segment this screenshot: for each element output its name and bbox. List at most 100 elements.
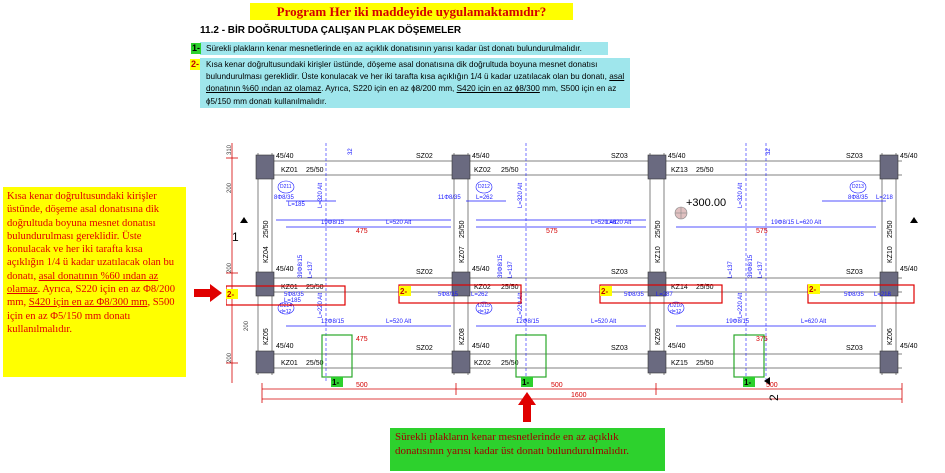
- svg-text:19Φ8/15: 19Φ8/15: [771, 220, 795, 226]
- svg-text:25/50: 25/50: [501, 167, 519, 174]
- svg-text:25/50: 25/50: [501, 284, 519, 291]
- rule-1-text: Sürekli plakların kenar mesnetlerinde en…: [206, 44, 582, 53]
- svg-text:L=262: L=262: [476, 195, 494, 201]
- svg-text:D214: D214: [280, 303, 292, 309]
- svg-text:KZ07: KZ07: [459, 246, 466, 263]
- svg-text:45/40: 45/40: [668, 343, 686, 350]
- svg-text:D215: D215: [478, 303, 490, 309]
- svg-text:45/40: 45/40: [276, 153, 294, 160]
- svg-text:L=185: L=185: [284, 298, 302, 304]
- svg-text:45/40: 45/40: [472, 153, 490, 160]
- svg-text:SZ03: SZ03: [846, 345, 863, 352]
- svg-text:L=218: L=218: [874, 292, 892, 298]
- svg-text:8Φ8/35: 8Φ8/35: [848, 195, 868, 201]
- rule-1-box: 1- Sürekli plakların kenar mesnetlerinde…: [191, 42, 608, 55]
- svg-text:25/50: 25/50: [655, 220, 662, 238]
- svg-text:SZ02: SZ02: [416, 153, 433, 160]
- svg-text:5Φ8/35: 5Φ8/35: [844, 292, 864, 298]
- svg-text:L=218: L=218: [876, 195, 894, 201]
- rule-2-badge: 2-: [190, 59, 201, 70]
- rule-2-text: Kısa kenar doğrultusundaki kirişler üstü…: [206, 60, 625, 106]
- svg-text:25/50: 25/50: [459, 220, 466, 238]
- axis-2-label: 2: [767, 394, 781, 401]
- svg-text:KZ01: KZ01: [281, 167, 298, 174]
- svg-text:d=12: d=12: [670, 309, 681, 315]
- svg-text:D216: D216: [670, 303, 682, 309]
- svg-text:L=262: L=262: [471, 292, 489, 298]
- svg-text:1-: 1-: [522, 378, 529, 387]
- svg-text:25/50: 25/50: [306, 360, 324, 367]
- svg-text:SZ03: SZ03: [611, 345, 628, 352]
- svg-text:39Φ8/15: 39Φ8/15: [748, 254, 754, 278]
- rule-2-box: 2- Kısa kenar doğrultusundaki kirişler ü…: [190, 58, 630, 108]
- bottom-annotation-note: Sürekli plakların kenar mesnetlerinde en…: [390, 428, 665, 471]
- svg-text:32: 32: [348, 148, 354, 155]
- svg-text:KZ15: KZ15: [671, 360, 688, 367]
- svg-text:L=220 Alt: L=220 Alt: [518, 292, 524, 318]
- svg-text:KZ10: KZ10: [655, 246, 662, 263]
- svg-text:KZ01: KZ01: [281, 360, 298, 367]
- svg-text:1600: 1600: [571, 392, 587, 399]
- question-banner: Program Her iki maddeyide uygulamaktamıd…: [250, 3, 573, 20]
- svg-text:L=137: L=137: [728, 260, 734, 278]
- svg-text:45/40: 45/40: [276, 343, 294, 350]
- svg-text:L=620 Alt: L=620 Alt: [606, 220, 632, 226]
- svg-text:d=12: d=12: [478, 309, 489, 315]
- svg-text:45/40: 45/40: [276, 266, 294, 273]
- svg-text:25/50: 25/50: [306, 167, 324, 174]
- svg-text:25/50: 25/50: [306, 284, 324, 291]
- svg-text:25/50: 25/50: [501, 360, 519, 367]
- svg-text:475: 475: [356, 336, 368, 343]
- svg-text:25/50: 25/50: [696, 167, 714, 174]
- svg-text:+300.00: +300.00: [686, 197, 726, 209]
- svg-text:L=137: L=137: [508, 260, 514, 278]
- svg-text:45/40: 45/40: [472, 343, 490, 350]
- svg-text:375: 375: [756, 336, 768, 343]
- svg-text:KZ05: KZ05: [263, 328, 270, 345]
- axis-1-label: 1: [232, 230, 239, 244]
- svg-text:475: 475: [356, 228, 368, 235]
- svg-text:L=620 Alt: L=620 Alt: [796, 220, 822, 226]
- svg-text:32: 32: [766, 148, 772, 155]
- svg-text:SZ02: SZ02: [416, 345, 433, 352]
- svg-text:2-: 2-: [227, 290, 234, 299]
- svg-text:d=12: d=12: [280, 309, 291, 315]
- svg-text:200: 200: [227, 262, 233, 273]
- svg-text:L=320 Alt: L=320 Alt: [318, 182, 324, 208]
- svg-text:200: 200: [227, 352, 233, 363]
- svg-text:5Φ8/35: 5Φ8/35: [624, 292, 644, 298]
- svg-text:SZ03: SZ03: [846, 269, 863, 276]
- svg-text:KZ09: KZ09: [655, 328, 662, 345]
- svg-text:SZ03: SZ03: [611, 269, 628, 276]
- svg-text:L=620 Alt: L=620 Alt: [801, 319, 827, 325]
- svg-text:25/50: 25/50: [696, 360, 714, 367]
- svg-text:KZ02: KZ02: [474, 284, 491, 291]
- svg-text:25/50: 25/50: [696, 284, 714, 291]
- svg-text:KZ08: KZ08: [459, 328, 466, 345]
- svg-text:575: 575: [756, 228, 768, 235]
- svg-text:8Φ8/35: 8Φ8/35: [274, 195, 294, 201]
- svg-text:KZ06: KZ06: [887, 328, 894, 345]
- svg-text:11Φ8/35: 11Φ8/35: [438, 195, 461, 201]
- svg-text:39Φ8/15: 39Φ8/15: [498, 254, 504, 278]
- svg-text:L=137: L=137: [758, 260, 764, 278]
- svg-text:12Φ8/15: 12Φ8/15: [516, 319, 540, 325]
- svg-text:45/40: 45/40: [900, 153, 918, 160]
- svg-text:45/40: 45/40: [668, 153, 686, 160]
- elevation-marker: +300.00: [674, 197, 726, 220]
- svg-text:L=320 Alt: L=320 Alt: [738, 182, 744, 208]
- svg-text:L=220 Alt: L=220 Alt: [738, 292, 744, 318]
- svg-text:200: 200: [244, 320, 250, 331]
- svg-text:KZ04: KZ04: [263, 246, 270, 263]
- svg-text:KZ02: KZ02: [474, 167, 491, 174]
- svg-text:2-: 2-: [601, 287, 608, 296]
- svg-text:SZ02: SZ02: [416, 269, 433, 276]
- svg-text:39Φ8/15: 39Φ8/15: [298, 254, 304, 278]
- structural-plan-drawing: 45/40 45/40 45/40 45/40 45/40 45/40 45/4…: [226, 143, 918, 403]
- svg-text:L=137: L=137: [308, 260, 314, 278]
- svg-text:12Φ8/15: 12Φ8/15: [321, 319, 345, 325]
- svg-text:1-: 1-: [332, 378, 339, 387]
- svg-text:KZ02: KZ02: [474, 360, 491, 367]
- svg-text:L=520 Alt: L=520 Alt: [386, 220, 412, 226]
- svg-text:500: 500: [551, 382, 563, 389]
